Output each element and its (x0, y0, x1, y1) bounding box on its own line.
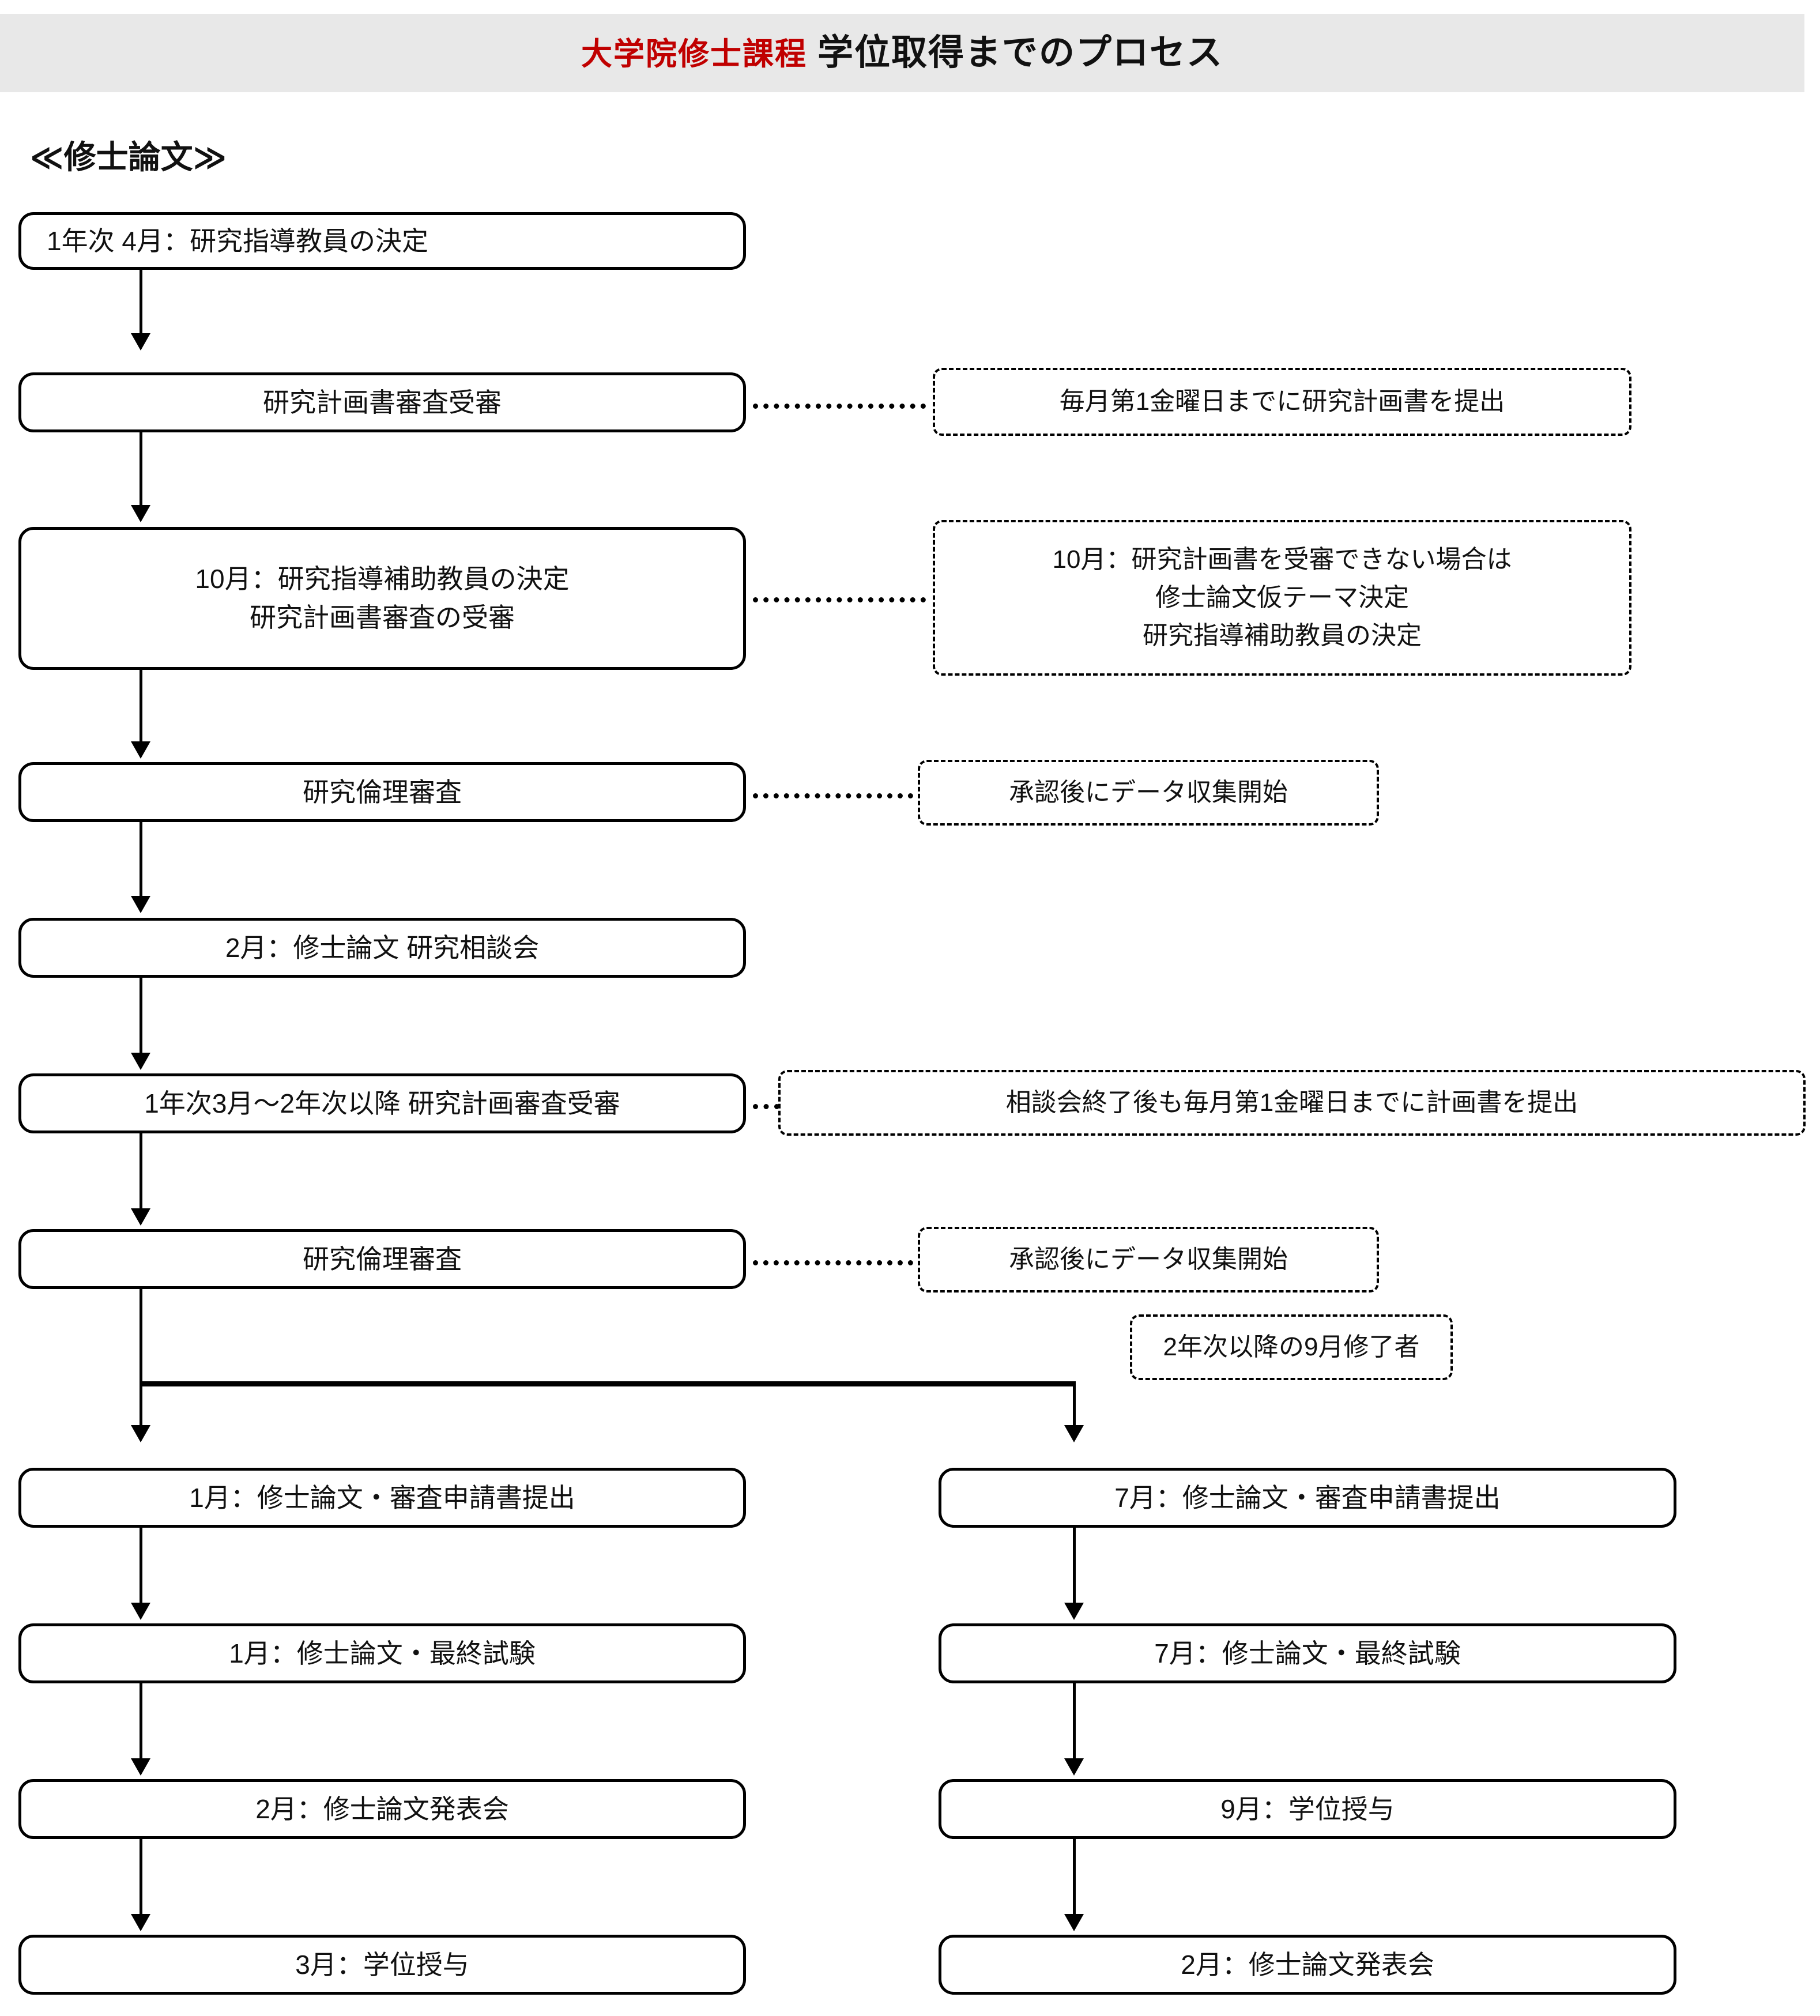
page-title: 大学院修士課程学位取得までのプロセス (581, 35, 1223, 71)
arrowhead-step1-to-step2 (131, 333, 150, 351)
arrowhead-split-to-right-1 (1064, 1425, 1084, 1442)
arrowhead-split-to-left-1 (131, 1425, 150, 1442)
process-box-step-1-line1: 1年次 4月：研究指導教員の決定 (47, 225, 428, 256)
section-label: ≪修士論文≫ (30, 139, 227, 175)
connector-split-to-left-1 (140, 1381, 142, 1439)
process-box-step-6-line1: 1年次3月～2年次以降 研究計画審査受審 (144, 1088, 620, 1118)
arrowhead-step4-to-step5 (131, 896, 150, 913)
process-box-step-6[interactable]: 1年次3月～2年次以降 研究計画審査受審 (18, 1073, 746, 1133)
leader-step7-to-note-5 (753, 1260, 913, 1265)
process-box-left-1-line1: 1月：修士論文・審査申請書提出 (189, 1482, 575, 1513)
connector-left2-to-left3 (140, 1683, 142, 1761)
process-box-right-4[interactable]: 2月：修士論文発表会 (939, 1935, 1676, 1995)
process-box-step-4[interactable]: 研究倫理審査 (18, 762, 746, 822)
note-box-4-line1: 相談会終了後も毎月第1金曜日までに計画書を提出 (1005, 1088, 1578, 1117)
process-box-step-2[interactable]: 研究計画書審査受審 (18, 372, 746, 432)
note-box-6: 2年次以降の9月修了者 (1130, 1314, 1453, 1380)
process-box-left-3[interactable]: 2月：修士論文発表会 (18, 1779, 746, 1839)
connector-split-to-right-1 (1073, 1381, 1076, 1439)
note-box-2: 10月：研究計画書を受審できない場合は 修士論文仮テーマ決定 研究指導補助教員の… (933, 520, 1631, 676)
process-box-step-4-line1: 研究倫理審査 (303, 777, 462, 807)
connector-step2-to-step3 (140, 432, 142, 507)
process-box-step-2-line1: 研究計画書審査受審 (263, 387, 502, 417)
note-box-4: 相談会終了後も毎月第1金曜日までに計画書を提出 (778, 1070, 1806, 1136)
note-box-3: 承認後にデータ収集開始 (918, 760, 1379, 826)
process-box-left-2-line1: 1月：修士論文・最終試験 (229, 1638, 536, 1668)
note-box-6-line1: 2年次以降の9月修了者 (1163, 1333, 1420, 1361)
arrowhead-step3-to-step4 (131, 741, 150, 759)
connector-left1-to-left2 (140, 1528, 142, 1605)
arrowhead-right3-to-right4 (1064, 1914, 1084, 1931)
page-title-black: 学位取得までのプロセス (817, 33, 1223, 73)
note-box-1: 毎月第1金曜日までに研究計画書を提出 (933, 368, 1631, 436)
arrowhead-step5-to-step6 (131, 1053, 150, 1070)
process-box-right-2[interactable]: 7月：修士論文・最終試験 (939, 1623, 1676, 1683)
process-box-right-2-line1: 7月：修士論文・最終試験 (1154, 1638, 1461, 1668)
process-box-left-2[interactable]: 1月：修士論文・最終試験 (18, 1623, 746, 1683)
arrowhead-left2-to-left3 (131, 1758, 150, 1776)
connector-step4-to-step5 (140, 822, 142, 898)
connector-right3-to-right4 (1073, 1839, 1076, 1916)
process-box-step-3-line1: 10月：研究指導補助教員の決定 (195, 564, 570, 594)
connector-step3-to-step4 (140, 670, 142, 744)
arrowhead-right1-to-right2 (1064, 1603, 1084, 1620)
connector-right1-to-right2 (1073, 1528, 1076, 1605)
arrowhead-step6-to-step7 (131, 1208, 150, 1226)
connector-step6-to-step7 (140, 1133, 142, 1211)
process-box-step-5-line1: 2月：修士論文 研究相談会 (225, 932, 540, 963)
page-title-red: 大学院修士課程 (581, 37, 807, 71)
note-box-5: 承認後にデータ収集開始 (918, 1227, 1379, 1292)
process-box-step-5[interactable]: 2月：修士論文 研究相談会 (18, 918, 746, 978)
branch-split-bar (140, 1381, 1076, 1386)
process-box-step-7[interactable]: 研究倫理審査 (18, 1229, 746, 1289)
leader-step2-to-note-1 (753, 404, 926, 409)
process-box-right-4-line1: 2月：修士論文発表会 (1181, 1949, 1434, 1980)
process-box-left-4-line1: 3月：学位授与 (295, 1949, 469, 1980)
process-box-step-1[interactable]: 1年次 4月：研究指導教員の決定 (18, 212, 746, 270)
arrowhead-left3-to-left4 (131, 1914, 150, 1931)
note-box-3-line1: 承認後にデータ収集開始 (1009, 778, 1288, 807)
process-box-step-7-line1: 研究倫理審査 (303, 1243, 462, 1274)
process-box-left-1[interactable]: 1月：修士論文・審査申請書提出 (18, 1468, 746, 1528)
process-box-step-3-line2: 研究計画書審査の受審 (250, 602, 515, 632)
connector-step7-to-split (140, 1289, 142, 1386)
arrowhead-right2-to-right3 (1064, 1758, 1084, 1776)
note-box-2-line3: 研究指導補助教員の決定 (1143, 621, 1422, 650)
note-box-2-line1: 10月：研究計画書を受審できない場合は (1052, 545, 1512, 574)
leader-step3-to-note-2 (753, 597, 926, 602)
note-box-5-line1: 承認後にデータ収集開始 (1009, 1245, 1288, 1273)
connector-step1-to-step2 (140, 270, 142, 336)
connector-left3-to-left4 (140, 1839, 142, 1916)
connector-right2-to-right3 (1073, 1683, 1076, 1761)
header-bar: 大学院修士課程学位取得までのプロセス (0, 14, 1804, 92)
note-box-1-line1: 毎月第1金曜日までに研究計画書を提出 (1059, 387, 1505, 416)
connector-step5-to-step6 (140, 978, 142, 1055)
leader-step6-to-note-4 (753, 1104, 779, 1109)
leader-step4-to-note-3 (753, 793, 913, 798)
arrowhead-step2-to-step3 (131, 505, 150, 522)
process-box-right-3-line1: 9月：学位授与 (1220, 1793, 1395, 1824)
process-box-right-1[interactable]: 7月：修士論文・審査申請書提出 (939, 1468, 1676, 1528)
process-box-left-3-line1: 2月：修士論文発表会 (255, 1793, 509, 1824)
process-box-right-3[interactable]: 9月：学位授与 (939, 1779, 1676, 1839)
note-box-2-line2: 修士論文仮テーマ決定 (1155, 583, 1409, 612)
process-box-left-4[interactable]: 3月：学位授与 (18, 1935, 746, 1995)
process-box-right-1-line1: 7月：修士論文・審査申請書提出 (1114, 1482, 1501, 1513)
arrowhead-left1-to-left2 (131, 1603, 150, 1620)
process-box-step-3[interactable]: 10月：研究指導補助教員の決定 研究計画書審査の受審 (18, 527, 746, 670)
